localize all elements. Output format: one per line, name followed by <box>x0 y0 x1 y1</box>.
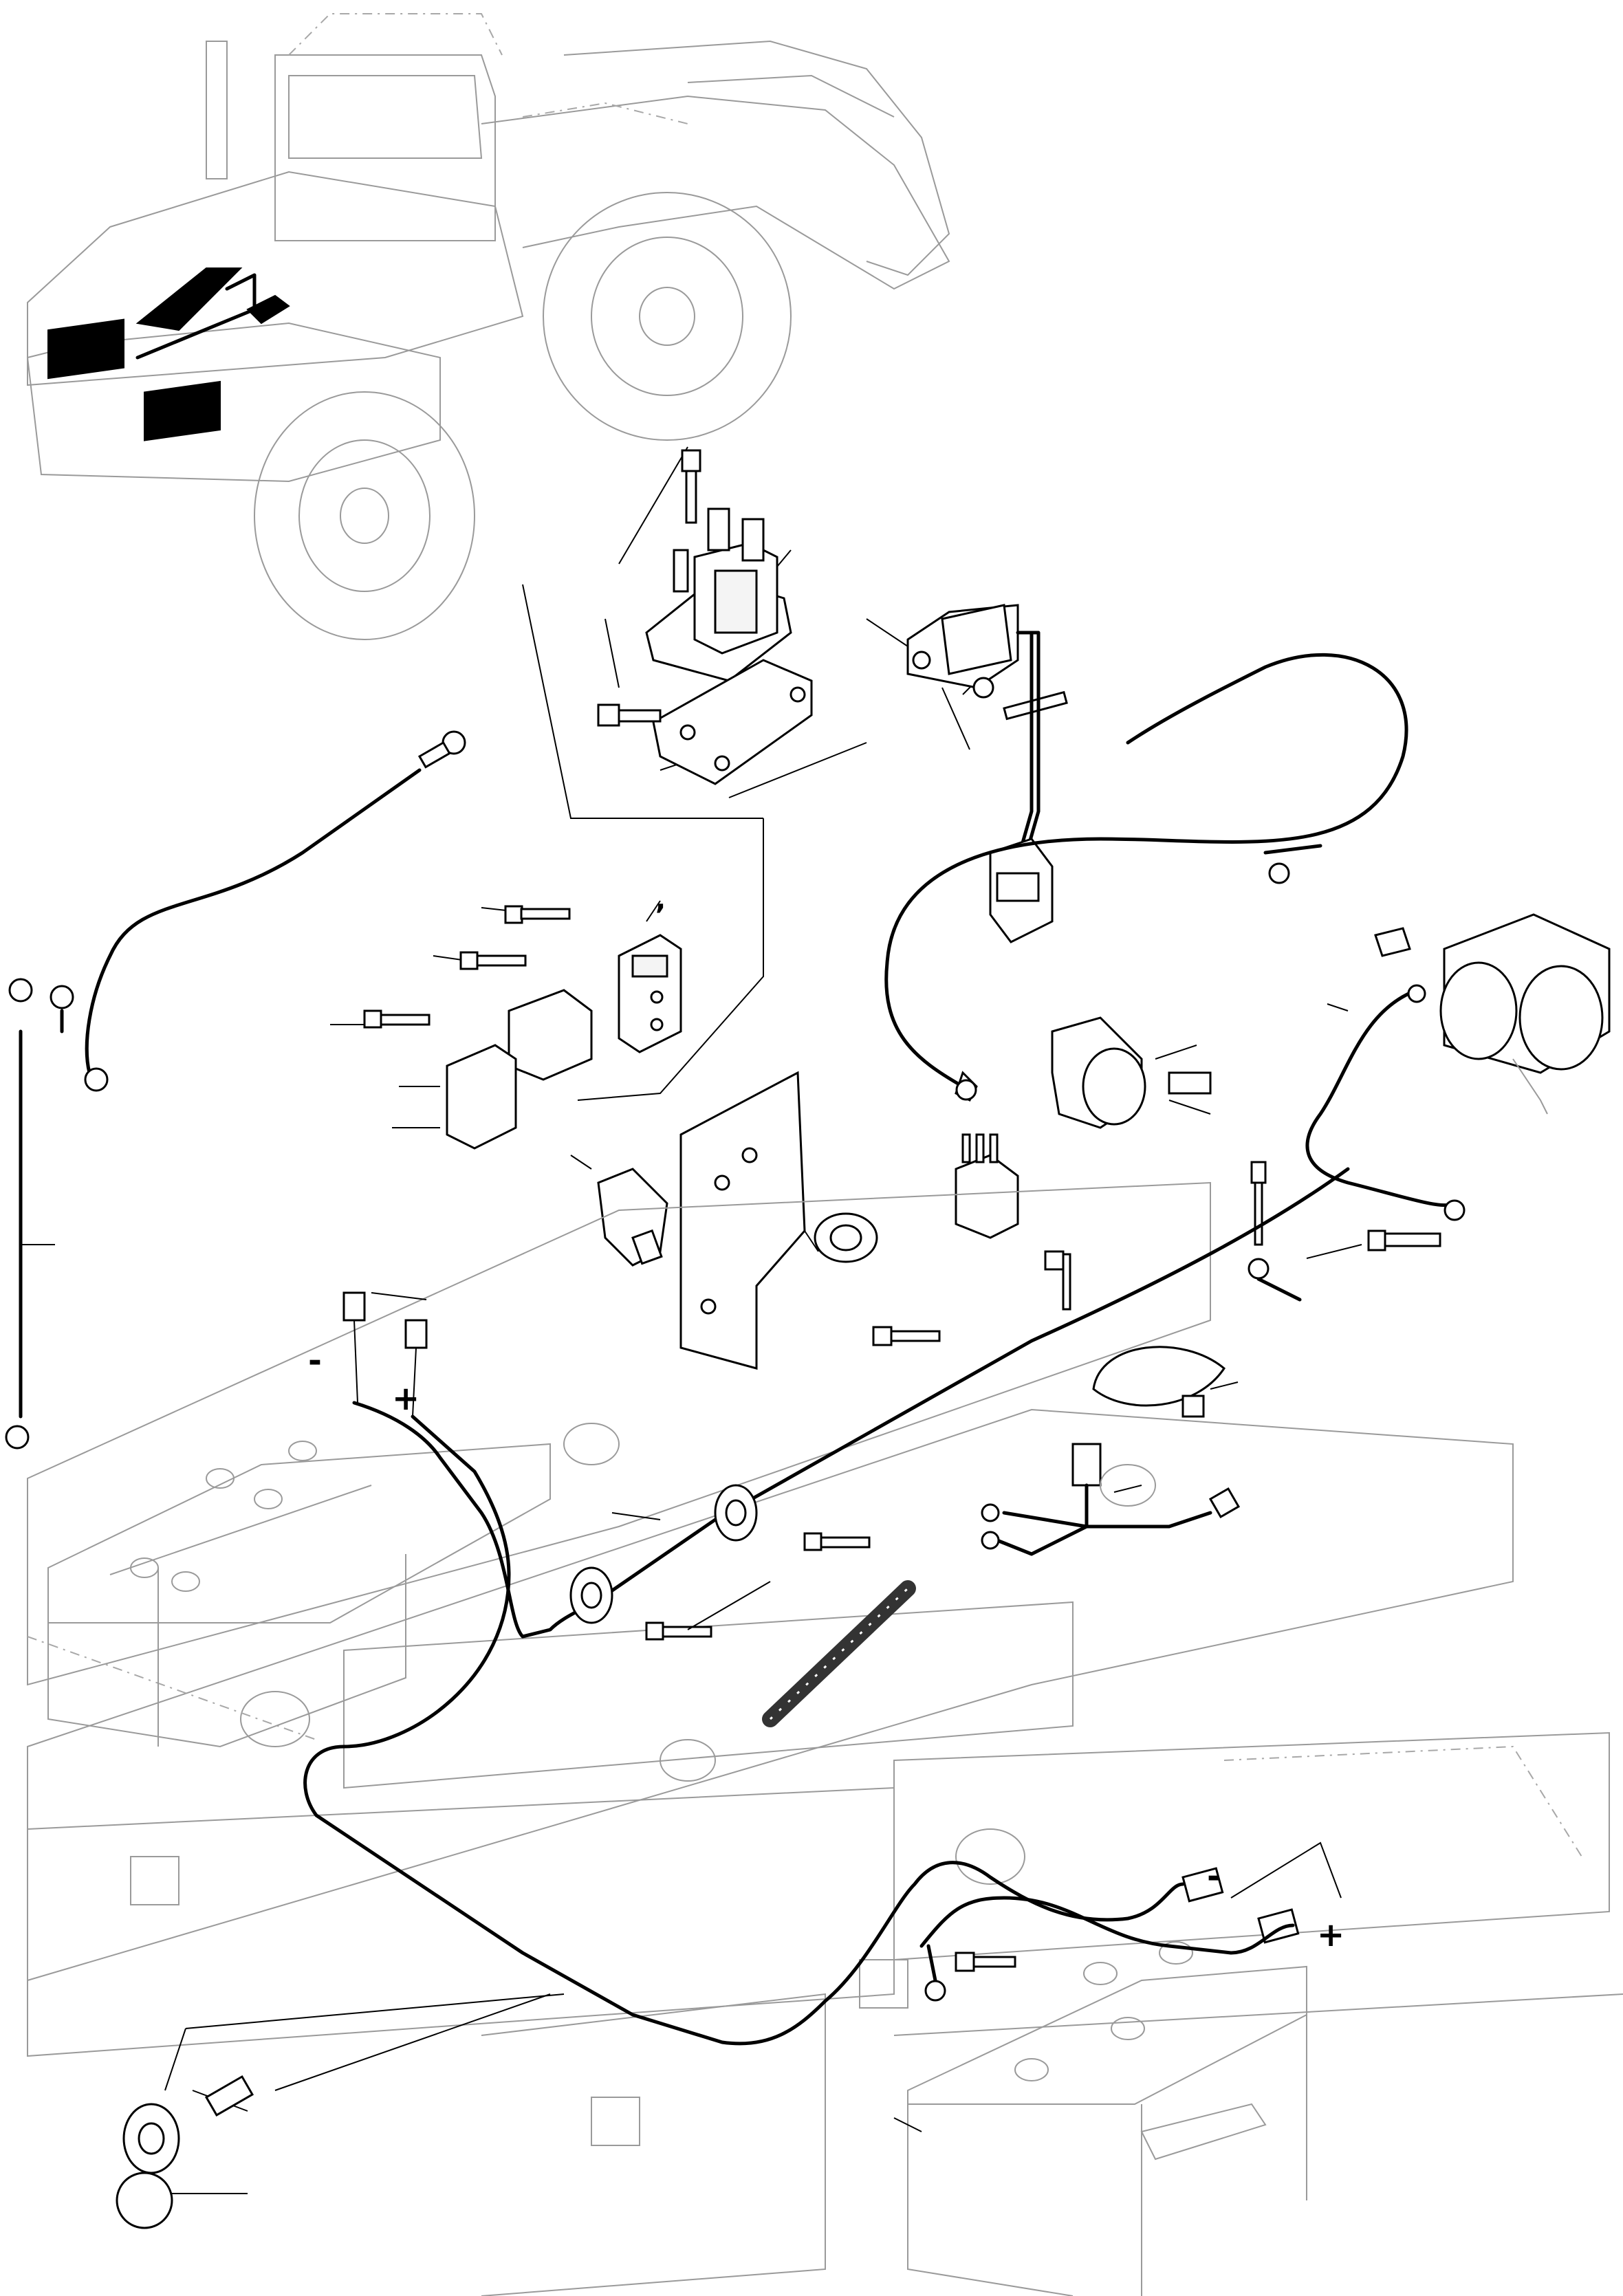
battery-minus-rear: - <box>1207 1857 1221 1896</box>
protective-hose <box>762 1580 916 1727</box>
chassis-ghost <box>27 1181 1623 2296</box>
bottom-left-clamp <box>116 1993 565 2229</box>
switch-and-plate <box>570 1071 1071 1370</box>
rear-battery <box>893 1841 1342 2296</box>
loader-overview <box>26 13 950 640</box>
main-battery-cable <box>303 1167 1350 2046</box>
starter-motor-area <box>1051 913 1611 1302</box>
battery-plus-front: + <box>392 1379 420 1418</box>
main-relay-assembly <box>522 446 867 1101</box>
battery-minus-front: - <box>308 1342 322 1380</box>
stray-comma-mark: , <box>655 884 666 916</box>
control-unit-harness <box>866 604 1408 1102</box>
left-cables <box>5 730 466 1450</box>
front-battery <box>47 1291 551 1748</box>
battery-plus-rear: + <box>1317 1916 1344 1954</box>
small-relays <box>330 900 682 1150</box>
strap-and-fuse <box>981 1346 1241 1556</box>
